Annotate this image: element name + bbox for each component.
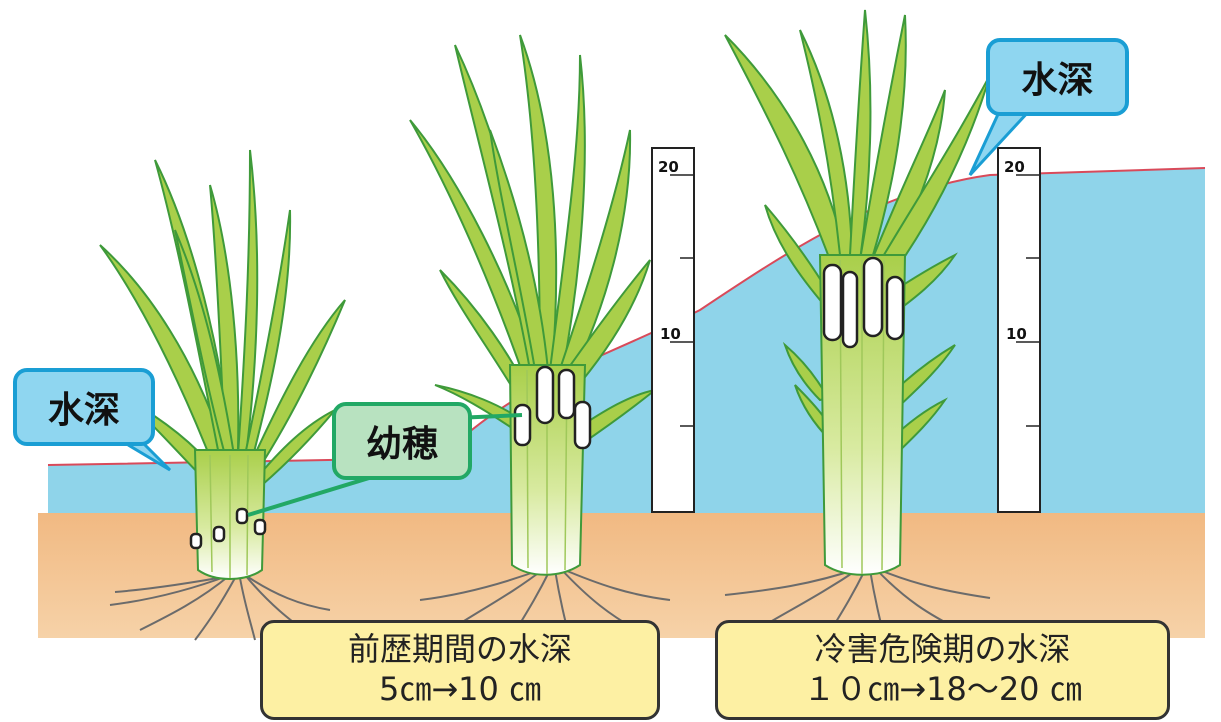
ruler-left-tick-20: 20 [658,158,679,176]
ruler-right-tick-20: 20 [1004,158,1025,176]
ruler-right-tick-10: 10 [1006,325,1027,343]
caption-pre-period: 前歴期間の水深 5㎝→10 ㎝ [260,620,660,720]
caption-pre-period-value: 5㎝→10 ㎝ [378,670,542,708]
depth-ruler-left: 20 10 [651,147,695,513]
young-panicle-callout: 幼穂 [332,402,472,480]
water-depth-callout-left: 水深 [13,368,155,446]
rice-plant-late [724,9,991,576]
rice-plant-mid [409,34,656,576]
caption-pre-period-title: 前歴期間の水深 [347,630,572,668]
panicle-marks-early [189,507,267,550]
depth-ruler-right: 20 10 [997,147,1041,513]
caption-cold-risk-title: 冷害危険期の水深 [814,630,1071,668]
rice-plant-early [99,149,346,580]
ruler-left-tick-10: 10 [660,325,681,343]
water-depth-callout-right: 水深 [986,38,1129,116]
panicle-marks-late [822,256,905,349]
caption-cold-risk-period: 冷害危険期の水深 １０㎝→18～20 ㎝ [715,620,1170,720]
water-depth-label-right: 水深 [1021,60,1094,101]
water-depth-label-left: 水深 [47,390,120,431]
young-panicle-label: 幼穂 [365,424,438,465]
caption-cold-risk-value: １０㎝→18～20 ㎝ [803,670,1082,708]
